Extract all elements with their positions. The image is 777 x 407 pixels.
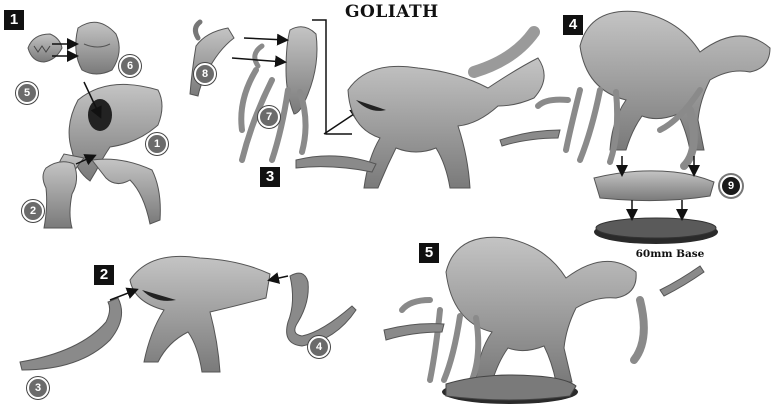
base-size-caption: 60mm Base [625,248,715,260]
step-badge-1: 1 [4,10,24,30]
step1-parts [28,22,162,228]
step2-assembly [20,256,356,372]
page-title: GOLIATH [345,2,435,22]
part-badge-1: 1 [146,133,168,155]
step-badge-5: 5 [419,243,439,263]
part-badge-2: 2 [22,200,44,222]
part-badge-8: 8 [194,63,216,85]
step-badge-4: 4 [563,15,583,35]
part-badge-7: 7 [258,106,280,128]
step4-assembly [500,11,770,244]
part2-leg-shape [43,162,77,228]
part-badge-5: 5 [16,82,38,104]
part-badge-9: 9 [720,175,742,197]
part-badge-6: 6 [119,55,141,77]
part5-jaw-shape [28,34,62,62]
step3-assembly [190,20,544,188]
step-badge-3: 3 [260,167,280,187]
part-badge-4: 4 [308,336,330,358]
part-badge-3: 3 [27,377,49,399]
step1-legs-shape [92,159,160,224]
step-badge-2: 2 [94,265,114,285]
part6-head-shape [76,22,119,74]
